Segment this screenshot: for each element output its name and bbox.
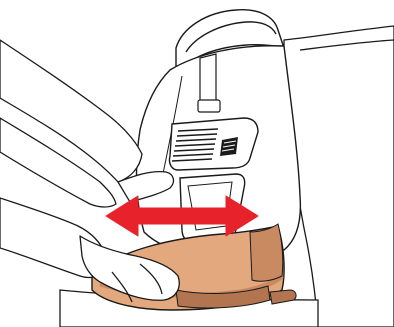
vehicle-seat-backrest <box>284 26 394 327</box>
side-vent-panel <box>169 118 258 170</box>
